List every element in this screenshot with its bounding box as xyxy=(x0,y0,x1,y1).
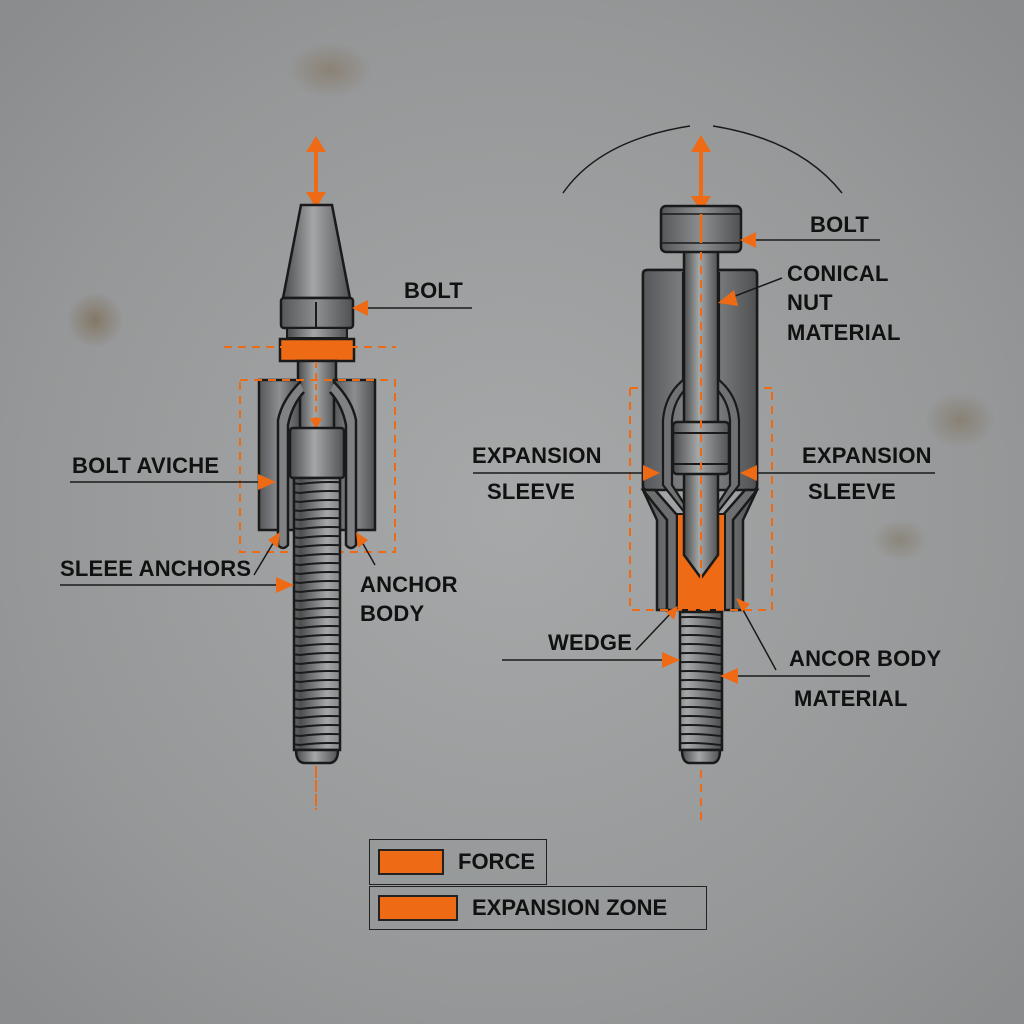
right-anchor-assembly xyxy=(473,125,935,820)
force-swatch-icon xyxy=(378,849,444,875)
label-conical-line3: MATERIAL xyxy=(787,320,901,345)
label-left-bolt: BOLT xyxy=(404,278,464,303)
label-expansion-sleeve-right-line1: EXPANSION xyxy=(802,443,932,468)
label-expansion-sleeve-right-line2: SLEEVE xyxy=(808,479,897,504)
force-double-arrow-icon xyxy=(306,136,326,208)
label-bolt-aviche: BOLT AVICHE xyxy=(72,453,220,478)
label-wedge: WEDGE xyxy=(548,630,633,655)
label-anchor-body-line2: BODY xyxy=(360,601,425,626)
legend-item-force: FORCE xyxy=(369,839,547,885)
label-conical-line2: NUT xyxy=(787,290,833,315)
label-expansion-sleeve-left-line1: EXPANSION xyxy=(472,443,602,468)
label-conical-line1: CONICAL xyxy=(787,261,889,286)
label-anchor-body-line1: ANCHOR xyxy=(360,572,458,597)
force-double-arrow-icon xyxy=(691,135,711,212)
label-sleee-anchors: SLEEE ANCHORS xyxy=(60,556,252,581)
left-anchor-assembly xyxy=(60,136,472,810)
label-expansion-sleeve-left-line2: SLEEVE xyxy=(487,479,576,504)
label-ancor-body: ANCOR BODY xyxy=(789,646,942,671)
expansion-zone-swatch-icon xyxy=(378,895,458,921)
label-right-bolt: BOLT xyxy=(810,212,870,237)
legend-item-expansion-zone: EXPANSION ZONE xyxy=(369,886,707,930)
legend-label-force: FORCE xyxy=(458,849,535,874)
label-material: MATERIAL xyxy=(794,686,908,711)
legend-label-expansion-zone: EXPANSION ZONE xyxy=(472,895,668,920)
